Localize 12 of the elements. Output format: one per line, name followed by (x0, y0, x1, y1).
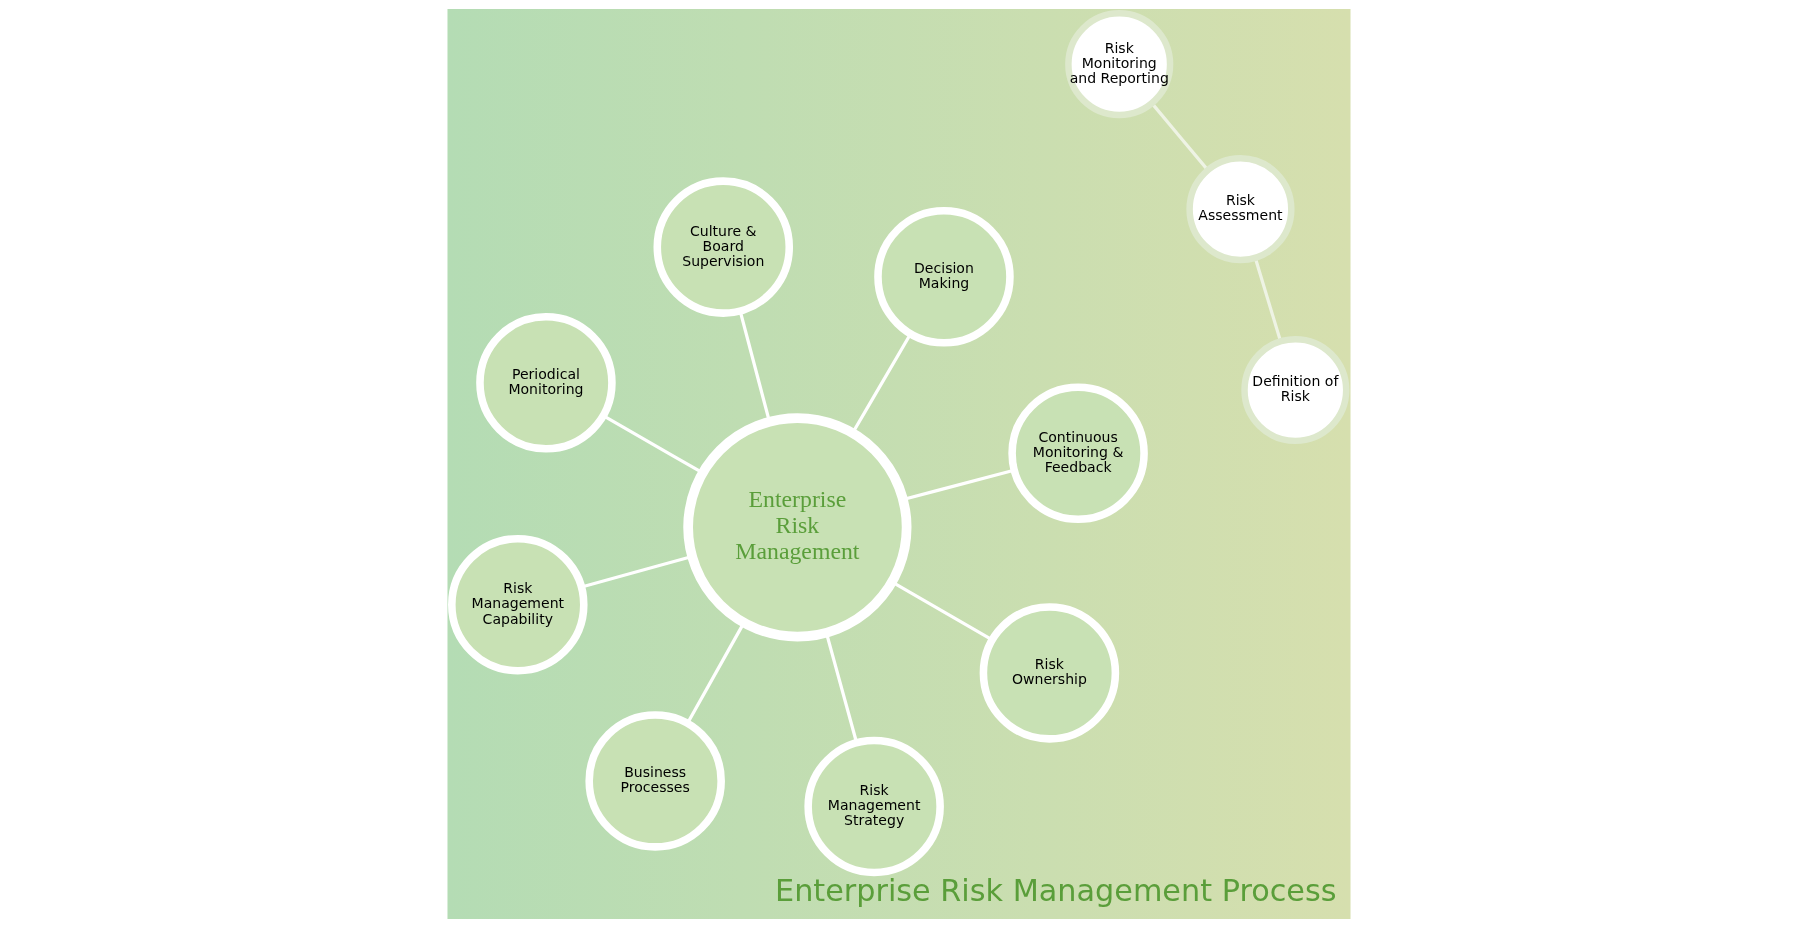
node-circle: Enterprise Risk Management (683, 412, 912, 641)
node-circle: Risk Ownership (979, 602, 1120, 743)
node-circle: Risk Monitoring and Reporting (1065, 9, 1174, 118)
node-circle: Risk Management Capability (448, 534, 588, 674)
node-circle: Business Processes (585, 710, 725, 851)
node-circle: Definition of Risk (1241, 335, 1350, 444)
node-circle: Decision Making (874, 206, 1014, 347)
node-circle: Risk Assessment (1186, 154, 1295, 263)
node-circle: Continuous Monitoring & Feedback (1008, 383, 1148, 523)
node-circle: Risk Management Strategy (804, 736, 944, 876)
node-circle: Periodical Monitoring (476, 312, 616, 453)
node-circle: Culture & Board Supervision (653, 176, 794, 317)
